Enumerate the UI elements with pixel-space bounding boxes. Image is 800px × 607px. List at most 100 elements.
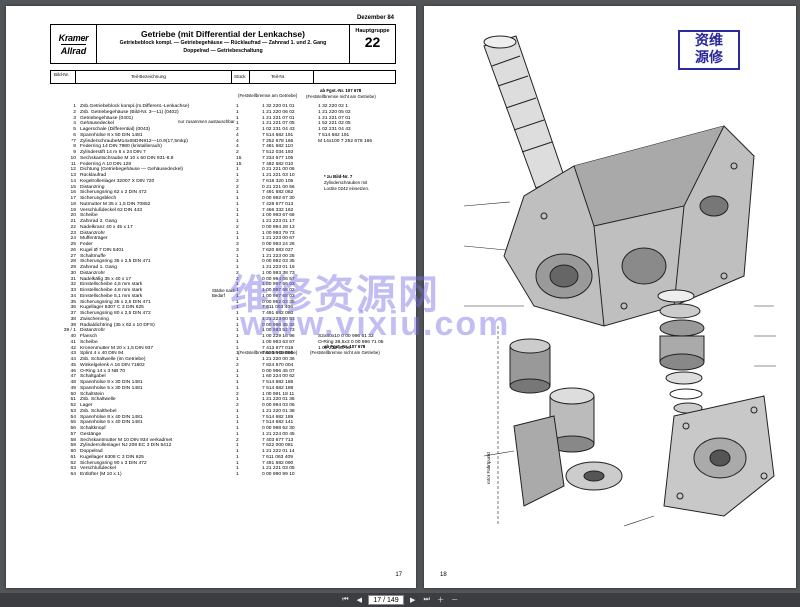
part-number: 1 00 229 16 96	[262, 334, 295, 339]
part-name: Kegelrollenlager 32007 X DIN 720	[80, 178, 155, 184]
part-number: 7 824 670 004	[262, 362, 294, 368]
part-number: 7 428 677 013	[262, 201, 294, 207]
page-indicator-input[interactable]: 17 / 149	[368, 595, 404, 605]
part-name: Zsb. Getriebegehäuse (Bild-Nr. 3—11) (04…	[80, 109, 179, 115]
part-bild-nr: 9	[73, 150, 76, 155]
part-number: 1 21 221 03 10	[262, 173, 295, 178]
part-qty: 1	[236, 420, 239, 426]
part-qty: 2	[236, 437, 239, 443]
gear-stack-drawing	[657, 289, 705, 414]
next-page-icon[interactable]: ▶	[409, 597, 416, 604]
part-number: 0 00 994 28 13	[262, 224, 295, 230]
part-qty: 1	[236, 305, 239, 311]
part-qty: 1	[236, 196, 239, 201]
pdf-toolbar: ⏮ ◀ 17 / 149 ▶ ⏭ ＋ －	[0, 593, 800, 607]
part-bild-nr: 41	[70, 339, 76, 345]
part-name: Sicherungsring 35 x 2,5 DIN 471	[80, 259, 151, 265]
part-name: Gehäusedeckel	[80, 121, 114, 127]
part-number: 1 00 993 67 66	[262, 213, 295, 219]
part-qty: 1	[236, 385, 239, 391]
part-name: Zahnrad 2. Gang	[80, 219, 117, 224]
part-qty: 2	[236, 127, 239, 132]
part-name: Spannhülse 8 x 40 DIN 1481	[80, 414, 143, 420]
part-bild-nr: 13	[70, 173, 76, 178]
part-qty: 2	[236, 391, 239, 397]
part-bild-nr: 11	[70, 161, 76, 167]
alt-part-number: O-Ring 39,5x3 0 00 996 71 05	[318, 339, 384, 345]
first-page-icon[interactable]: ⏮	[342, 596, 349, 603]
part-bild-nr: 32	[70, 282, 76, 288]
part-name: Distanzrohr	[80, 230, 106, 236]
part-bild-nr: 45	[70, 362, 76, 368]
part-name: Radialdichtring (35 x 62 x 10 DFS)	[80, 322, 155, 328]
part-name: Sechskantschraube M 10 x 60 DIN 931-8.8	[80, 155, 174, 161]
zoom-out-icon[interactable]: －	[451, 597, 459, 604]
right-page: 资维 源修	[424, 6, 796, 588]
part-qty: 1	[236, 207, 239, 213]
last-page-icon[interactable]: ⏭	[423, 596, 430, 603]
part-number: 0 00 996 45 07	[262, 368, 295, 374]
date-label: Dezember 84	[356, 15, 394, 21]
part-qty: 1	[236, 357, 239, 362]
part-bild-nr: 48	[70, 380, 76, 385]
part-name: Nutmutter M 35 x 1,5 DIN 70852	[80, 201, 151, 207]
part-number: 1 21 220 00 36	[262, 357, 295, 362]
alt-part-number: 1 21 220 05 02	[318, 109, 351, 115]
part-name: Scheibe	[80, 213, 98, 219]
header-title-block: Getriebe (mit Differential der Lenkachse…	[97, 25, 349, 63]
part-qty: 1	[236, 230, 239, 236]
part-name: Kugel Ø 7 DIN 5401	[80, 247, 124, 253]
kramer-logo: Kramer Allrad	[51, 25, 97, 63]
part-bild-nr: 35	[70, 299, 76, 305]
part-qty: 1	[236, 104, 239, 109]
part-qty: 15	[236, 161, 242, 167]
part-qty: 1	[236, 167, 239, 173]
part-number: 1 21 221 07 05	[262, 121, 295, 127]
part-qty: 1	[236, 316, 239, 322]
part-qty: 1	[236, 109, 239, 115]
note-zusammen: nur zusammen austauschbar	[178, 119, 235, 124]
alt-part-number: 1 00 229 35 96	[318, 345, 351, 351]
part-qty: 1	[236, 408, 239, 414]
part-qty: 1	[236, 454, 239, 460]
part-name: Sicherungsring 62 x 2 DIN 472	[80, 190, 147, 196]
part-bild-nr: 25	[70, 242, 76, 247]
part-name: Getriebegehäuse (0401)	[80, 115, 134, 121]
part-name: Zsb. Schalthebel	[80, 408, 117, 414]
alt-part-number: 1 32 220 02 1	[318, 104, 348, 109]
page-number-left: 17	[395, 572, 402, 578]
part-name: O-Ring 14 x 3 NB 70	[80, 368, 126, 374]
part-qty: 1	[236, 259, 239, 265]
part-qty: 2	[236, 362, 239, 368]
part-number: 1 21 223 01 17	[262, 219, 295, 224]
part-qty: 2	[236, 150, 239, 155]
part-bild-nr: 16	[70, 190, 76, 196]
part-name: Schaltstein	[80, 391, 104, 397]
part-qty: 3	[236, 242, 239, 247]
zoom-in-icon[interactable]: ＋	[437, 597, 445, 604]
prev-page-icon[interactable]: ◀	[356, 597, 363, 604]
part-name: Sicherungsblech	[80, 196, 117, 201]
part-number: 1 00 991 18 11	[262, 391, 295, 397]
part-bild-nr: 57	[70, 431, 76, 437]
part-qty: 1	[236, 253, 239, 259]
part-number: 1 21 222 01 14	[262, 449, 295, 454]
part-qty: 1	[236, 449, 239, 454]
part-qty: 1	[236, 397, 239, 403]
part-number: 1 00 993 52 73	[262, 328, 295, 334]
watermark-url: www.vixiu.com	[240, 305, 511, 343]
